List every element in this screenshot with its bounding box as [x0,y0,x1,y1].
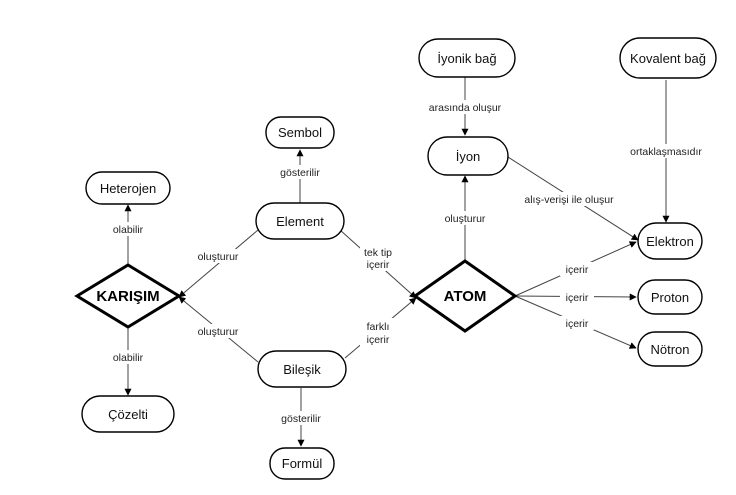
label-bilesik-formul: gösterilir [281,413,321,425]
edge-element-karisim [178,229,259,298]
node-proton: Proton [637,279,703,315]
label-karisim-cozelti: olabilir [113,352,144,364]
node-formul-label: Formül [282,456,323,471]
label-element-karisim: oluşturur [198,251,239,263]
node-cozelti-label: Çözelti [108,407,148,422]
node-sembol: Sembol [265,116,335,149]
label-atom-proton: içerir [566,292,589,304]
node-iyon-label: İyon [456,149,481,164]
node-elektron: Elektron [637,222,703,260]
node-karisim-label: KARIŞIM [96,288,159,305]
node-sembol-label: Sembol [278,125,322,140]
label-element-atom-line1: tek tip [364,247,392,259]
label-iyonik-iyon: arasında oluşur [429,102,502,114]
label-karisim-heterojen: olabilir [113,224,144,236]
node-formul: Formül [269,447,335,480]
node-elektron-label: Elektron [646,234,694,249]
label-bilesik-karisim: oluşturur [198,326,239,338]
node-notron-label: Nötron [650,342,689,357]
node-atom: ATOM [412,259,518,333]
label-iyon-elektron: alış-verişi ile oluşur [524,194,614,206]
node-bilesik: Bileşik [257,350,347,388]
label-element-atom-line2: içerir [367,259,390,271]
label-bilesik-atom-line1: farklı [367,321,390,333]
node-iyon: İyon [427,136,509,176]
node-kovalent-bag-label: Kovalent bağ [630,51,706,66]
label-atom-elektron: içerir [566,264,589,276]
node-bilesik-label: Bileşik [283,362,321,377]
node-atom-label: ATOM [444,288,487,305]
node-notron: Nötron [637,331,703,367]
node-kovalent-bag: Kovalent bağ [619,37,717,79]
node-karisim: KARIŞIM [74,263,182,329]
node-cozelti: Çözelti [81,395,175,433]
label-atom-iyon: oluşturur [445,213,486,225]
node-element-label: Element [276,214,324,229]
node-proton-label: Proton [651,290,689,305]
label-bilesik-atom-line2: içerir [367,334,390,346]
edge-labels: olabilir olabilir gösterilir oluşturur o… [104,100,713,425]
label-atom-notron: içerir [566,318,589,330]
node-element: Element [255,202,345,240]
node-iyonik-bag: İyonik bağ [418,38,516,78]
node-iyonik-bag-label: İyonik bağ [437,51,496,66]
node-heterojen-label: Heterojen [100,181,156,196]
node-heterojen: Heterojen [85,171,171,205]
label-element-sembol: gösterilir [280,167,320,179]
label-kovalent-elektron: ortaklaşmasıdır [630,146,702,158]
